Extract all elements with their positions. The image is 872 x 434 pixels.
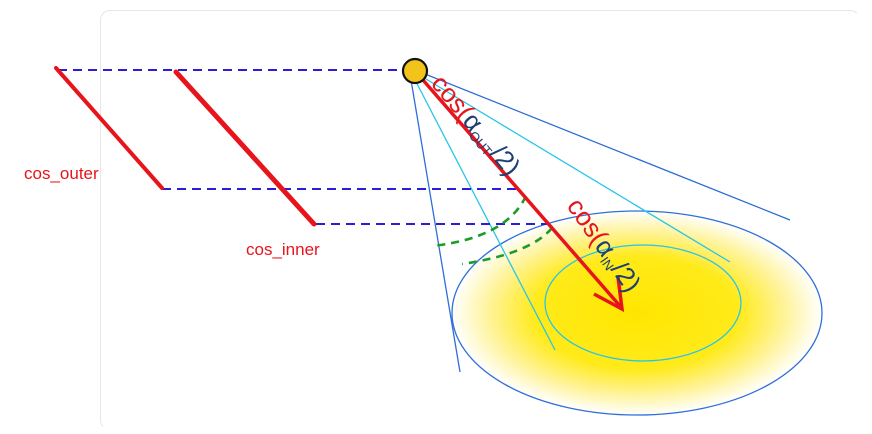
light-source-icon [401, 57, 429, 85]
inner-cone-edge-top [415, 72, 731, 263]
inner-cone-base-ellipse [544, 244, 742, 362]
outer-cone-base-ellipse [451, 210, 823, 416]
light-pool [452, 211, 822, 415]
cos-inner-segment [173, 69, 317, 227]
outer-angle-arc [431, 195, 528, 248]
cos-outer-label: cos_outer [24, 164, 99, 183]
svg-text:cos(αOUT/2): cos(αOUT/2) [425, 69, 527, 182]
inner-angle-arc [461, 227, 553, 266]
inner-cone-edge-bottom [412, 75, 556, 351]
outer-cone-edge-bottom [409, 73, 461, 373]
projection-lines [58, 69, 548, 225]
formula-outer: cos(αOUT/2) [425, 69, 527, 182]
cos-outer-segment [54, 66, 164, 190]
cos-inner-label: cos_inner [246, 240, 320, 259]
outer-cone-edge-top [414, 69, 791, 221]
spot-direction-axis [414, 70, 622, 308]
arrow-head-icon [593, 276, 625, 313]
canvas-frame [100, 10, 860, 430]
